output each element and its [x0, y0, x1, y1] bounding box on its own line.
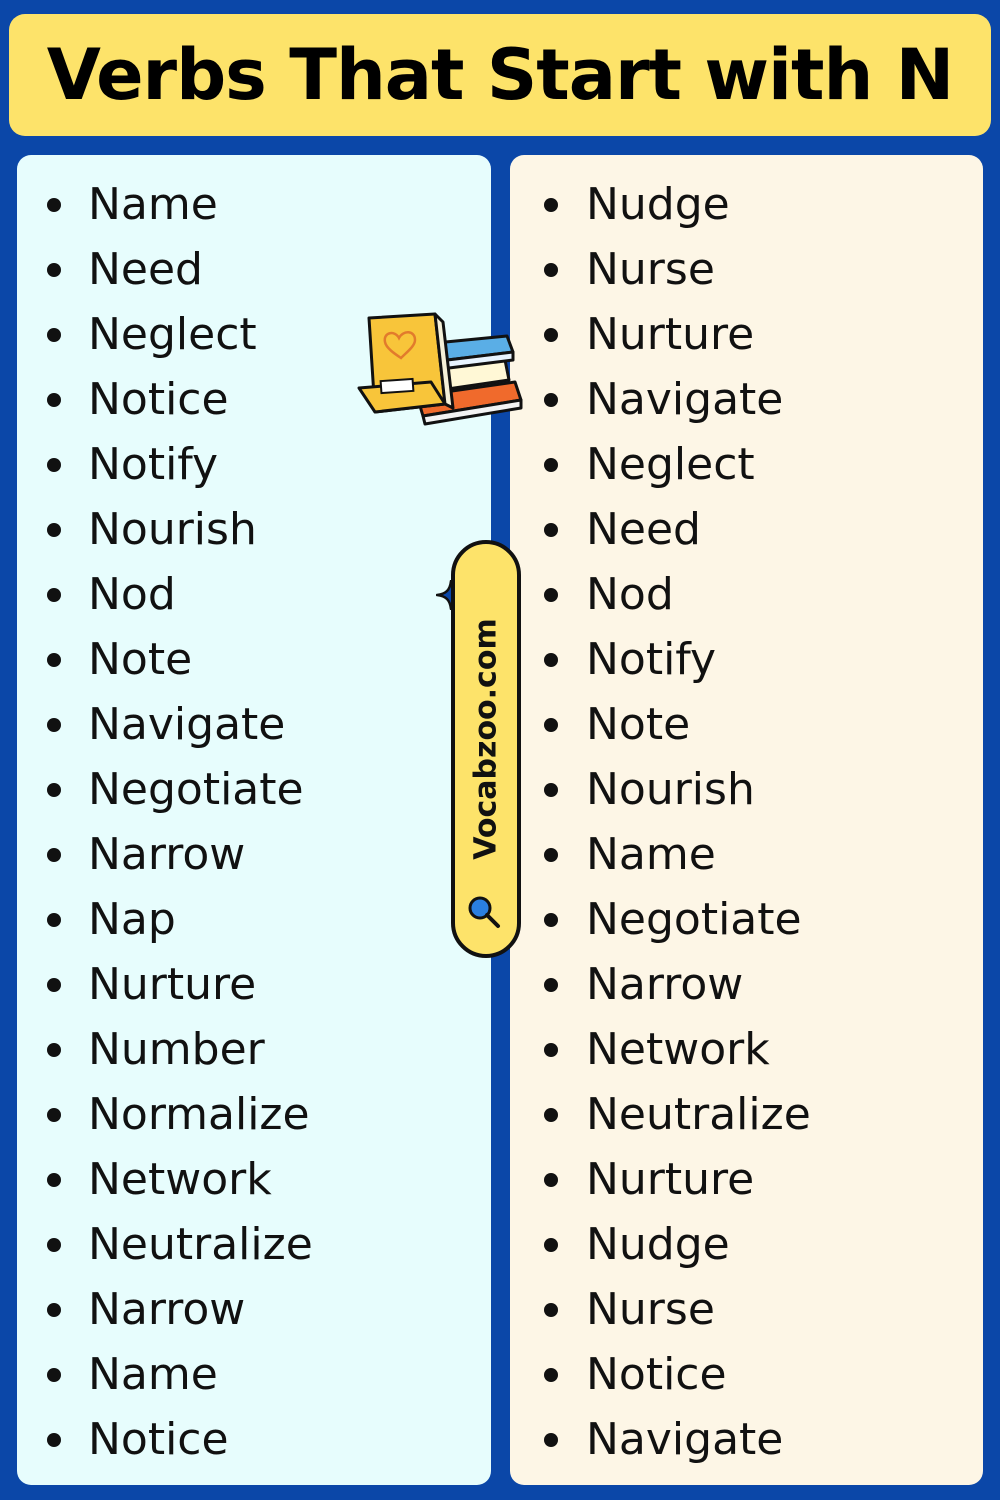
verb-word: Narrow: [88, 829, 246, 880]
verb-word: Nudge: [586, 179, 730, 230]
bullet-dot: [47, 1173, 61, 1187]
verb-word: Number: [88, 1024, 265, 1075]
verb-word: Nurture: [88, 959, 257, 1010]
verb-word: Nourish: [88, 504, 257, 555]
bullet-dot: [47, 1238, 61, 1252]
bullet-dot: [544, 263, 558, 277]
verb-word: Nurse: [586, 1284, 715, 1335]
bullet-dot: [544, 198, 558, 212]
bullet-dot: [47, 328, 61, 342]
verb-word: Normalize: [88, 1089, 310, 1140]
bullet-dot: [47, 263, 61, 277]
bullet-dot: [544, 653, 558, 667]
verb-word: Notice: [586, 1349, 727, 1400]
bullet-dot: [544, 523, 558, 537]
bullet-dot: [544, 783, 558, 797]
verb-word: Negotiate: [586, 894, 802, 945]
bullet-dot: [544, 1108, 558, 1122]
bullet-dot: [47, 458, 61, 472]
verb-word: Network: [88, 1154, 272, 1205]
verb-word: Navigate: [586, 1414, 784, 1465]
magnifier-icon: [468, 896, 500, 928]
bullet-dot: [47, 588, 61, 602]
bullet-dot: [544, 913, 558, 927]
bullet-dot: [544, 1303, 558, 1317]
bullet-dot: [544, 1433, 558, 1447]
verb-word: Neutralize: [88, 1219, 313, 1270]
verb-word: Notice: [88, 1414, 229, 1465]
bullet-dot: [47, 1303, 61, 1317]
verb-word: Nod: [88, 569, 176, 620]
verb-word: Network: [586, 1024, 770, 1075]
verb-word: Narrow: [586, 959, 744, 1010]
verb-word: Negotiate: [88, 764, 304, 815]
bullet-dot: [47, 1043, 61, 1057]
verb-word: Navigate: [88, 699, 286, 750]
bullet-dot: [47, 653, 61, 667]
verb-word: Note: [586, 699, 691, 750]
verb-word: Navigate: [586, 374, 784, 425]
verb-word: Nourish: [586, 764, 755, 815]
verb-word: Nurture: [586, 1154, 755, 1205]
bullet-dot: [47, 1433, 61, 1447]
verb-word: Nod: [586, 569, 674, 620]
website-badge: Vocabzoo.com: [451, 540, 521, 958]
bullet-dot: [544, 1043, 558, 1057]
bullet-dot: [544, 328, 558, 342]
verb-word: Narrow: [88, 1284, 246, 1335]
bullet-dot: [544, 1368, 558, 1382]
bullet-dot: [544, 458, 558, 472]
bullet-dot: [47, 783, 61, 797]
verb-word: Notify: [88, 439, 219, 490]
verb-word: Notify: [586, 634, 717, 685]
verb-word: Name: [88, 1349, 218, 1400]
bullet-dot: [47, 718, 61, 732]
verb-word: Note: [88, 634, 193, 685]
bullet-dot: [544, 848, 558, 862]
verb-word: Neglect: [88, 309, 257, 360]
bullet-dot: [544, 718, 558, 732]
verb-word: Nurse: [586, 244, 715, 295]
bullet-dot: [47, 848, 61, 862]
verb-word: Need: [586, 504, 701, 555]
bullet-dot: [47, 913, 61, 927]
books-icon: [357, 312, 523, 426]
bullet-dot: [544, 1173, 558, 1187]
verb-word: Name: [88, 179, 218, 230]
title-banner: Verbs That Start with N: [9, 14, 991, 136]
bullet-dot: [47, 198, 61, 212]
verb-word: Nurture: [586, 309, 755, 360]
bullet-dot: [47, 523, 61, 537]
bullet-dot: [47, 393, 61, 407]
website-label: Vocabzoo.com: [468, 618, 504, 860]
verb-word: Nap: [88, 894, 176, 945]
verb-word: Need: [88, 244, 203, 295]
bullet-dot: [544, 1238, 558, 1252]
bullet-dot: [47, 1368, 61, 1382]
bullet-dot: [544, 393, 558, 407]
bullet-dot: [544, 588, 558, 602]
page-title: Verbs That Start with N: [46, 34, 955, 116]
verb-word: Neutralize: [586, 1089, 811, 1140]
bullet-dot: [544, 978, 558, 992]
verb-word: Nudge: [586, 1219, 730, 1270]
verb-word: Name: [586, 829, 716, 880]
bullet-dot: [47, 978, 61, 992]
verb-word: Notice: [88, 374, 229, 425]
bullet-dot: [47, 1108, 61, 1122]
verb-word: Neglect: [586, 439, 755, 490]
